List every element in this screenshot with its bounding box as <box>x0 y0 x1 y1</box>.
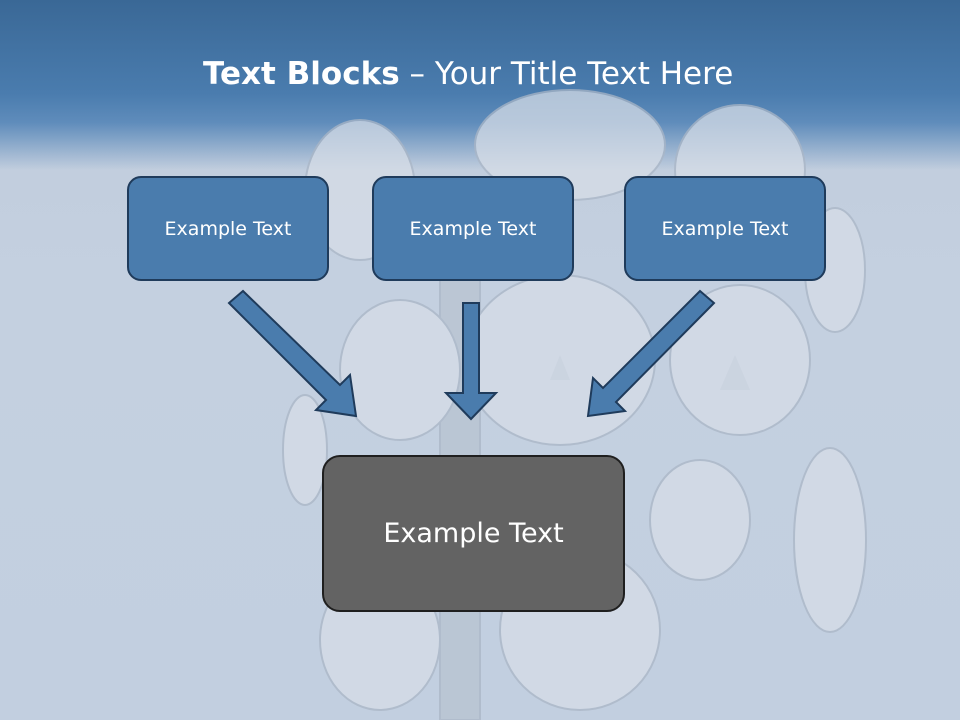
target-block-label: Example Text <box>383 518 564 549</box>
text-block-2[interactable]: Example Text <box>372 176 574 281</box>
text-block-1-label: Example Text <box>164 217 292 240</box>
text-block-2-label: Example Text <box>409 217 537 240</box>
arrow-right <box>586 289 716 418</box>
page-title: Text Blocks – Your Title Text Here <box>203 56 733 92</box>
arrow-center <box>443 302 499 421</box>
title-dash: – <box>399 56 435 92</box>
text-block-3-label: Example Text <box>661 217 789 240</box>
arrow-left <box>227 289 358 418</box>
target-block[interactable]: Example Text <box>322 455 625 612</box>
text-block-3[interactable]: Example Text <box>624 176 826 281</box>
title-rest: Your Title Text Here <box>434 56 734 92</box>
title-bold: Text Blocks <box>203 56 400 92</box>
text-block-1[interactable]: Example Text <box>127 176 329 281</box>
